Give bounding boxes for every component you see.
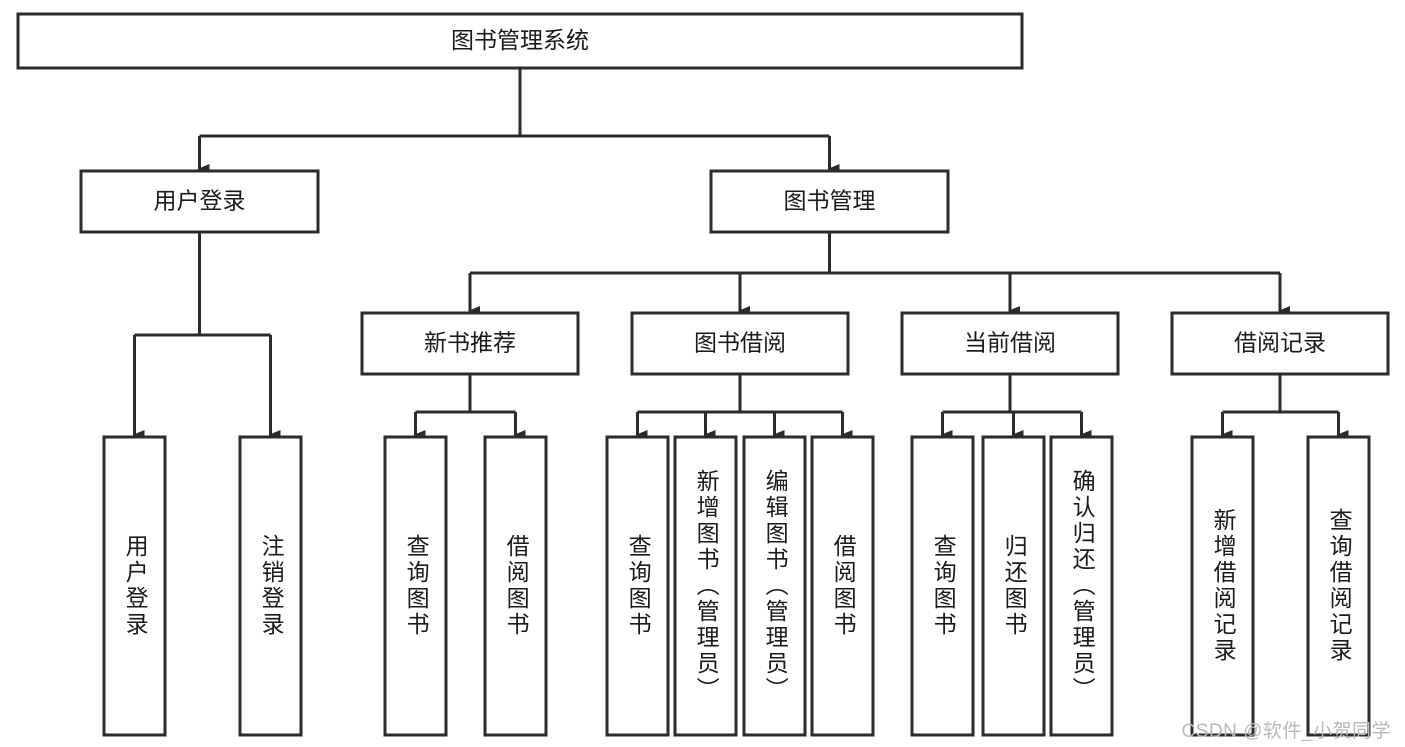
node-boxes — [16, 12, 1390, 737]
node-box-leaf-cur-confirm[interactable] — [1049, 435, 1114, 737]
watermark-text: CSDN @软件_小贺同学 — [1181, 721, 1391, 742]
node-box-leaf-borrow-edit[interactable] — [742, 435, 807, 737]
node-label-book-borrow: 图书借阅 — [694, 330, 786, 356]
node-box-leaf-borrow-add[interactable] — [673, 435, 738, 737]
node-box-current-borrow[interactable] — [900, 311, 1120, 376]
node-box-leaf-rec-borrow[interactable] — [483, 435, 548, 737]
node-box-leaf-borrow-lend[interactable] — [810, 435, 875, 737]
node-box-leaf-cur-query[interactable] — [910, 435, 975, 737]
node-box-leaf-user-login[interactable] — [102, 435, 167, 737]
node-label-book-manage: 图书管理 — [784, 188, 876, 214]
node-box-leaf-rec-query[interactable] — [383, 435, 448, 737]
node-box-new-book-rec[interactable] — [360, 311, 580, 376]
node-box-leaf-rec-add[interactable] — [1190, 435, 1255, 737]
node-label-borrow-record: 借阅记录 — [1234, 330, 1326, 356]
node-box-leaf-user-logout[interactable] — [238, 435, 303, 737]
node-box-root[interactable] — [16, 12, 1024, 70]
node-box-borrow-record[interactable] — [1170, 311, 1390, 376]
node-box-book-borrow[interactable] — [630, 311, 850, 376]
node-box-user-login[interactable] — [79, 169, 320, 234]
node-label-current-borrow: 当前借阅 — [964, 330, 1056, 356]
node-label-root: 图书管理系统 — [451, 27, 589, 53]
node-box-leaf-cur-return[interactable] — [981, 435, 1046, 737]
node-box-leaf-rec-search[interactable] — [1306, 435, 1371, 737]
node-box-book-manage[interactable] — [709, 169, 950, 234]
connector-edges — [132, 68, 1349, 440]
node-box-leaf-borrow-query[interactable] — [605, 435, 670, 737]
node-label-new-book-rec: 新书推荐 — [424, 330, 516, 356]
node-label-user-login: 用户登录 — [154, 188, 246, 214]
